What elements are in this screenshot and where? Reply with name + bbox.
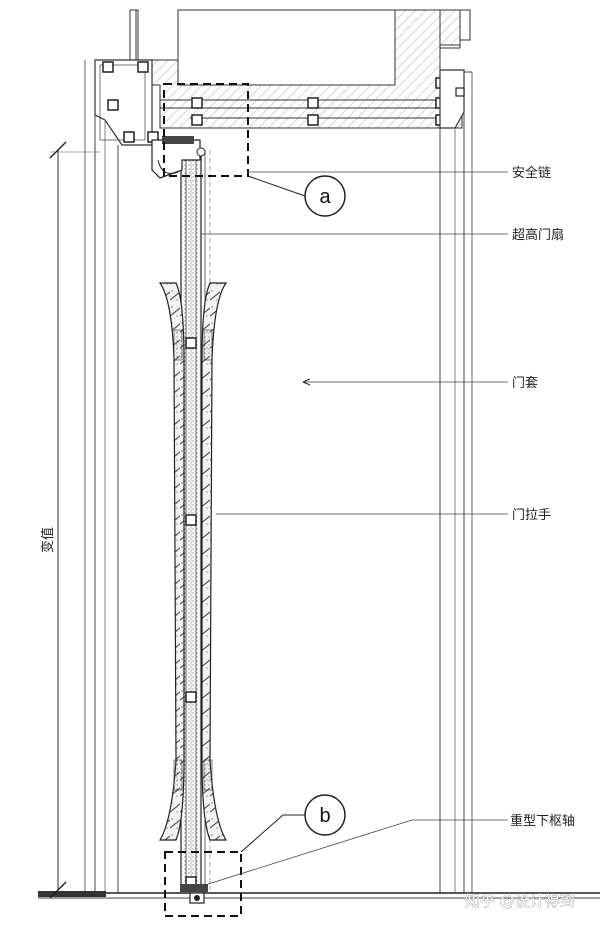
- detail-callout-b: b: [240, 794, 346, 853]
- right-cornice: [439, 69, 465, 129]
- dimension-label: 变值: [40, 527, 56, 553]
- door-frame-label: 门套: [512, 375, 538, 391]
- label-pivot: 重型下枢轴: [204, 813, 575, 886]
- safety-chain-label: 安全链: [512, 165, 551, 181]
- label-door-handle: 门拉手: [216, 508, 551, 523]
- label-door-frame: 门套: [302, 375, 538, 391]
- pivot-label: 重型下枢轴: [510, 813, 575, 829]
- floor: [38, 891, 600, 899]
- door-handles: [158, 282, 228, 841]
- label-door-leaf: 超高门扇: [201, 227, 564, 243]
- bottom-pivot: [180, 884, 208, 904]
- detail-b-label: b: [319, 805, 330, 827]
- dimension-line: 变值: [40, 141, 100, 899]
- left-cornice: [94, 59, 159, 146]
- door-leaf: [180, 149, 211, 891]
- door-leaf-label: 超高门扇: [512, 227, 564, 243]
- detail-callout-a: a: [247, 175, 346, 217]
- detail-box-b: [164, 851, 242, 917]
- detail-a-label: a: [319, 186, 331, 208]
- label-safety-chain: 安全链: [248, 165, 551, 181]
- detail-box-a: [163, 83, 249, 177]
- top-structure: [129, 9, 471, 129]
- door-frame: [84, 60, 473, 893]
- door-handle-label: 门拉手: [512, 508, 551, 523]
- watermark: 知乎 @设计得到: [465, 892, 575, 910]
